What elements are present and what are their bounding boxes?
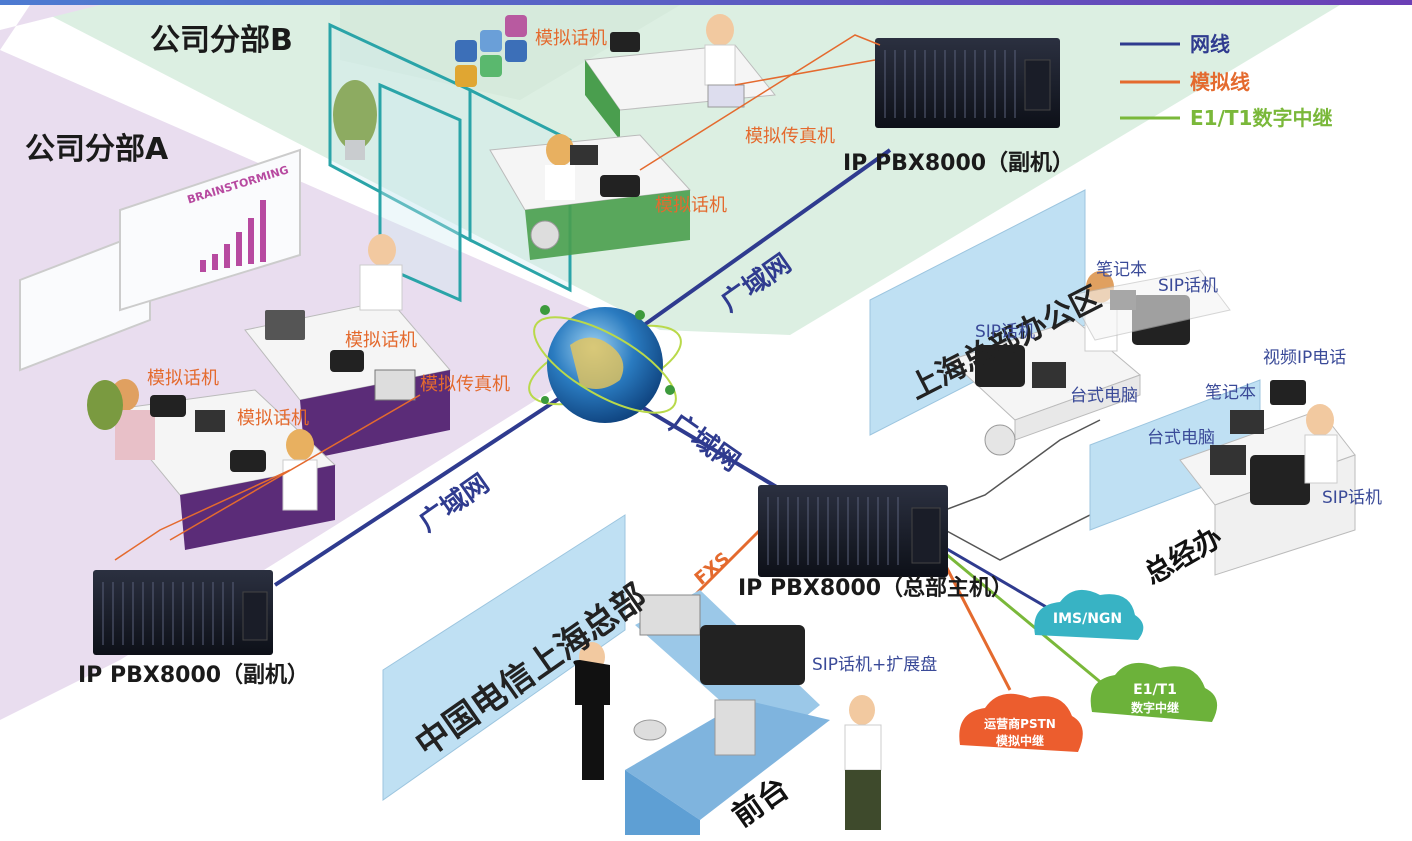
pbx-branch-b-rack <box>875 38 1060 128</box>
legend-swatches <box>1120 42 1180 120</box>
pbx-hq-main-rack <box>758 485 948 577</box>
cloud-pstn-line1: 运营商PSTN <box>984 717 1056 731</box>
reception-desk <box>573 590 882 835</box>
gm-sip-phone-label: SIP话机 <box>1322 488 1383 508</box>
hq-sip-phone-1-label: SIP话机 <box>1158 276 1219 296</box>
cloud-e1t1-line1: E1/T1 <box>1133 682 1177 698</box>
gm-office-desk <box>1179 380 1356 576</box>
hq-sip-phone-2-label: SIP话机 <box>975 322 1036 342</box>
branch-a-window <box>19 148 301 372</box>
hq-office-desks <box>949 269 1231 456</box>
hq-laptop-label: 笔记本 <box>1096 260 1147 280</box>
legend-item-network: 网线 <box>1190 32 1230 56</box>
branch-a-analog-phone-3: 模拟话机 <box>237 408 309 429</box>
branch-a-fax: 模拟传真机 <box>420 374 510 395</box>
pbx-hq-main-label: IP PBX8000（总部主机） <box>738 576 1014 601</box>
pbx-branch-a-label: IP PBX8000（副机） <box>78 663 310 688</box>
gm-desktop-label: 台式电脑 <box>1147 428 1215 448</box>
gm-laptop-label: 笔记本 <box>1205 383 1256 403</box>
gm-video-phone-label: 视频IP电话 <box>1263 348 1347 368</box>
legend-item-e1t1: E1/T1数字中继 <box>1190 106 1333 130</box>
branch-a-analog-phone-1: 模拟话机 <box>345 330 417 351</box>
branch-b-analog-phone-1: 模拟话机 <box>535 28 607 49</box>
connection-lines <box>114 34 1181 692</box>
cloud-ims-ngn <box>1034 589 1144 640</box>
hq-desktop-label: 台式电脑 <box>1070 386 1138 406</box>
branch-a-title: 公司分部A <box>25 132 169 167</box>
cloud-ims-label: IMS/NGN <box>1052 611 1123 627</box>
telecom-panel <box>382 514 626 801</box>
branch-b-title: 公司分部B <box>150 23 293 58</box>
pbx-branch-a-rack <box>93 570 273 655</box>
legend-item-analog: 模拟线 <box>1190 70 1250 94</box>
branch-a-analog-phone-2: 模拟话机 <box>147 368 219 389</box>
branch-a-desk-rear <box>244 234 451 460</box>
brainstorming-chart-bars <box>200 200 266 272</box>
branch-b-desk-top <box>584 14 776 140</box>
pbx-branch-b-label: IP PBX8000（副机） <box>843 151 1075 176</box>
cloud-pstn <box>959 693 1083 752</box>
branch-a-desk-front <box>87 379 337 550</box>
globe-icon <box>528 305 682 423</box>
cloud-e1t1 <box>1090 662 1218 722</box>
branch-b-fax: 模拟传真机 <box>745 126 835 147</box>
cloud-pstn-line2: 模拟中继 <box>995 734 1044 748</box>
top-accent-bar <box>0 0 1412 5</box>
branch-b-analog-phone-2: 模拟话机 <box>655 195 727 216</box>
reception-sip-ext-label: SIP话机+扩展盘 <box>812 655 938 675</box>
app-icons-cluster <box>455 15 527 87</box>
cloud-e1t1-line2: 数字中继 <box>1130 701 1179 715</box>
branch-b-desk-bottom <box>489 134 692 260</box>
